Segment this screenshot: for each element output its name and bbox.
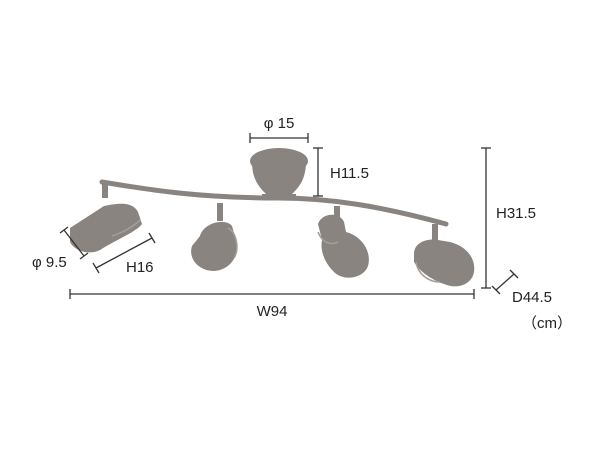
shade-diameter-label: φ 9.5 — [32, 254, 67, 271]
fixture-illustration — [70, 148, 475, 287]
canopy-height-dimension: H11.5 — [313, 147, 369, 197]
spotlight-2 — [191, 203, 238, 271]
shade-diameter-dimension: φ 9.5 — [32, 226, 89, 271]
canopy-diameter-label: φ 15 — [264, 115, 295, 132]
total-height-dimension: H31.5 — [481, 147, 536, 289]
ceiling-canopy — [250, 148, 308, 200]
spotlight-1 — [70, 182, 142, 253]
spotlight-3 — [317, 206, 369, 278]
total-width-dimension: W94 — [69, 289, 475, 320]
shade-length-label: H16 — [126, 259, 154, 276]
unit-label: （cm） — [522, 315, 572, 332]
depth-dimension: D44.5 — [491, 269, 552, 306]
spotlight-4 — [414, 224, 475, 287]
canopy-diameter-dimension: φ 15 — [249, 115, 309, 143]
arm-bar — [99, 179, 449, 227]
dimension-annotations: φ 15 H11.5 H31.5 φ 9.5 H16 — [32, 115, 572, 332]
canopy-height-label: H11.5 — [330, 165, 369, 182]
total-height-label: H31.5 — [496, 205, 536, 222]
depth-label: D44.5 — [512, 289, 552, 306]
total-width-label: W94 — [257, 303, 288, 320]
shade-length-dimension: H16 — [92, 232, 156, 276]
